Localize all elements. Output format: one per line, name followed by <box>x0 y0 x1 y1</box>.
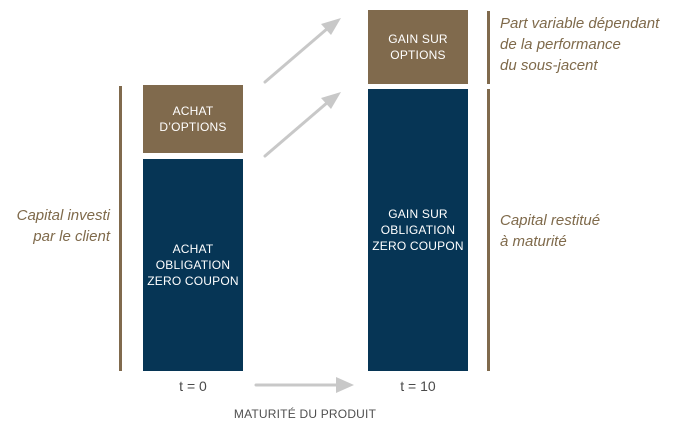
time-label-t10: t = 10 <box>400 378 436 394</box>
options-gain-block: GAIN SUR OPTIONS <box>368 10 468 84</box>
capital-invested-caption: Capital investi par le client <box>16 207 110 245</box>
diagonal-arrow-top <box>263 18 341 84</box>
options-purchase-block: ACHAT D’OPTIONS <box>143 85 243 153</box>
right-bottom-bracket-bar <box>487 89 490 371</box>
zero-coupon-bond-gain-block: GAIN SUR OBLIGATION ZERO COUPON <box>368 89 468 371</box>
zero-coupon-bond-purchase-block: ACHAT OBLIGATION ZERO COUPON <box>143 159 243 371</box>
time-label-t0: t = 0 <box>179 378 207 394</box>
right-top-bracket-bar <box>487 11 490 84</box>
capital-returned-caption: Capital restitué à maturité <box>500 212 601 250</box>
left-bracket-bar <box>119 86 122 371</box>
timeline-arrow <box>254 377 354 393</box>
maturity-axis-label: MATURITÉ DU PRODUIT <box>233 407 377 421</box>
diagonal-arrow-bottom <box>263 92 341 158</box>
variable-part-caption: Part variable dépendant de la performanc… <box>500 15 660 74</box>
